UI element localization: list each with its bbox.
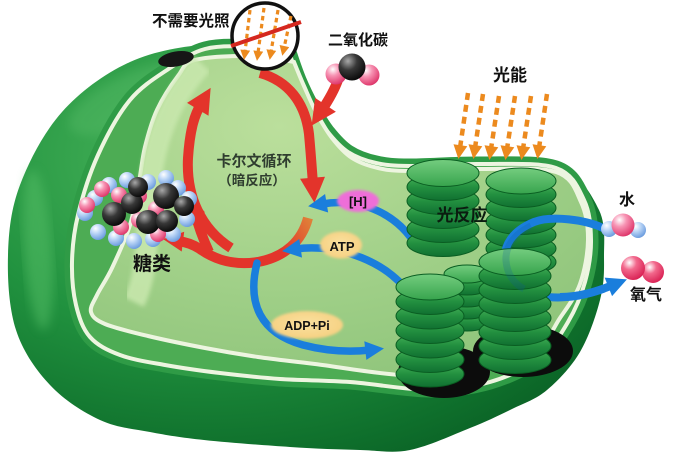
membrane-notch xyxy=(158,50,194,68)
calvin-cycle-label: 卡尔文循环 xyxy=(216,150,291,171)
cycle-right-arc-arrow xyxy=(258,68,325,203)
adp-badge-label: ADP+Pi xyxy=(284,315,330,334)
light-energy-arrows xyxy=(453,92,550,161)
atp-badge: ATP xyxy=(320,231,362,259)
atp-badge-label: ATP xyxy=(329,236,354,255)
co2-input-arrow xyxy=(311,78,343,126)
granum-front-left xyxy=(395,273,465,388)
granum-front-right xyxy=(478,248,552,374)
dark-reaction-label: （暗反应） xyxy=(218,169,286,189)
light-energy-label: 光能 xyxy=(493,61,527,86)
h-badge: [H] xyxy=(337,190,379,212)
no-light-sign xyxy=(230,1,302,71)
adp-badge: ADP+Pi xyxy=(271,311,343,339)
cycle-left-arc-arrow xyxy=(182,87,234,253)
no-light-label: 不需要光照 xyxy=(152,9,230,31)
prohibition-slash xyxy=(230,20,302,48)
h-badge-label: [H] xyxy=(349,191,367,210)
adp-arrow xyxy=(250,259,384,360)
co2-label: 二氧化碳 xyxy=(328,29,388,50)
oxygen-molecule xyxy=(621,256,664,283)
sugar-label: 糖类 xyxy=(133,249,171,276)
oxygen-label: 氧气 xyxy=(630,281,662,305)
water-label: 水 xyxy=(619,186,635,210)
water-loop-hidden-segment xyxy=(502,222,533,293)
sugar-molecule xyxy=(77,170,197,249)
oxygen-output-arrow xyxy=(559,277,627,301)
cycle-to-sugar-arrow-2 xyxy=(185,195,214,255)
granum-back-left xyxy=(406,159,480,257)
co2-molecule xyxy=(325,53,380,86)
water-molecule xyxy=(601,213,646,238)
light-reaction-label: 光反应 xyxy=(437,201,488,226)
